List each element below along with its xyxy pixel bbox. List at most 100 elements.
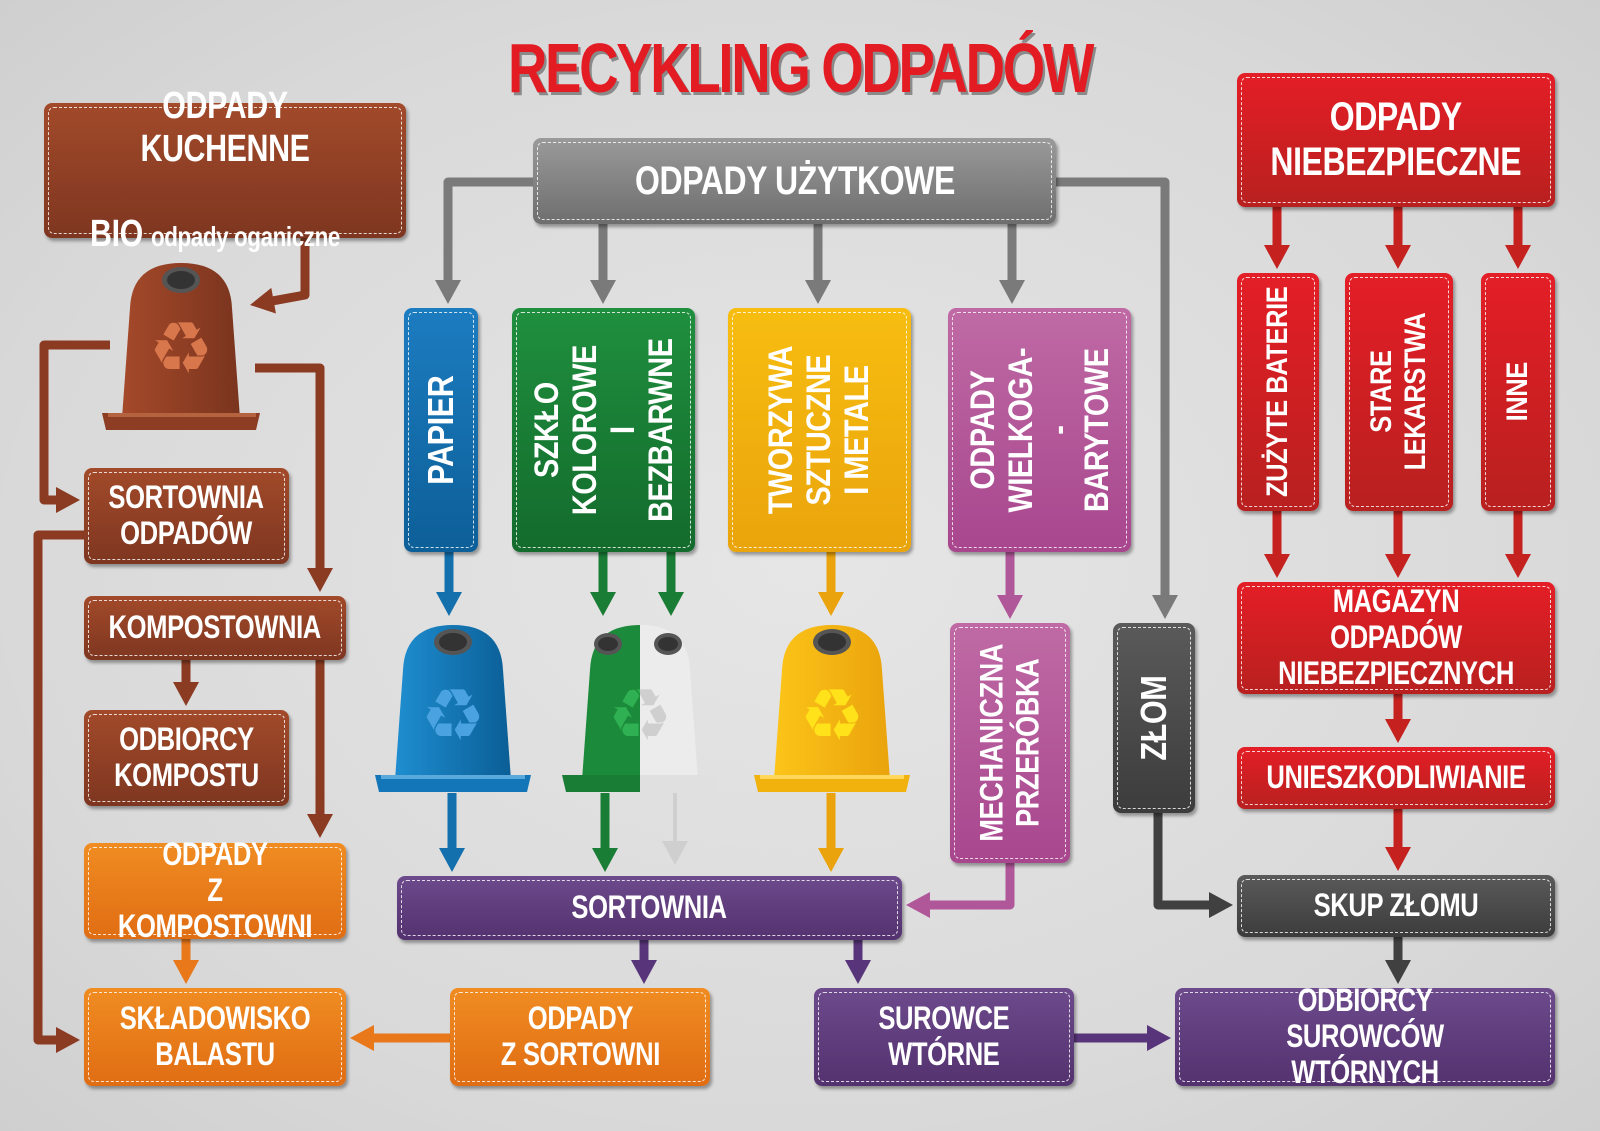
arrow-paper-to-bin-head	[436, 592, 462, 616]
box-hazardous-waste: ODPADY NIEBEZPIECZNE	[1237, 73, 1555, 207]
arrow-municipal-to-paper-line	[443, 177, 533, 286]
sorting-waste-label: ODPADY Z SORTOWNI	[500, 1000, 660, 1072]
secondary-recipients-label: ODBIORCY SUROWCÓW WTÓRNYCH	[1286, 982, 1444, 1090]
arrow-mechanical-to-sorting-line	[924, 863, 1015, 910]
bulky-waste-label: ODPADY WIELKOGA- -BARYTOWE	[963, 347, 1116, 513]
arrow-storage-to-neutralization-head	[1385, 719, 1411, 743]
used-batteries-label: ZUŻYTE BATERIE	[1261, 286, 1295, 498]
arrow-mechanical-to-sorting-head	[906, 892, 930, 918]
box-waste-sorting: SORTOWNIA ODPADÓW	[84, 468, 289, 564]
arrow-municipal-to-glass-head	[590, 280, 616, 304]
box-plastics-metals: TWORZYWA SZTUCZNE I METALE	[728, 308, 911, 552]
mechanical-processing-label: MECHANICZNA PRZERÓBKA	[973, 644, 1046, 842]
arrow-bin-to-composting-head	[307, 568, 333, 592]
box-other-hazardous: INNE	[1481, 273, 1555, 511]
arrow-composting-to-compost-waste-head	[307, 814, 333, 838]
arrow-glass-to-bin-1-head	[590, 592, 616, 616]
arrow-batteries-to-storage-head	[1264, 554, 1290, 578]
svg-text:♻: ♻	[608, 673, 673, 757]
box-sorting-waste: ODPADY Z SORTOWNI	[450, 988, 710, 1086]
scrap-label: ZŁOM	[1132, 675, 1174, 761]
arrow-kitchen-to-bin-line	[266, 238, 310, 307]
arrow-sorting-to-secondary-head	[845, 960, 871, 984]
arrow-other-to-storage-head	[1505, 554, 1531, 578]
box-secondary-materials: SUROWCE WTÓRNE	[814, 988, 1074, 1086]
arrow-glass-bin-to-sorting-head	[592, 848, 618, 872]
arrow-hazardous-to-medicines-head	[1385, 245, 1411, 269]
arrow-municipal-to-scrap-line	[1056, 177, 1170, 601]
arrow-compost-waste-to-landfill-head	[173, 960, 199, 984]
box-neutralization: UNIESZKODLIWIANIE	[1237, 747, 1555, 809]
scrap-buyer-label: SKUP ZŁOMU	[1313, 887, 1479, 924]
paper-label: PAPIER	[419, 375, 461, 485]
arrow-sorting-to-landfill-head	[56, 1027, 80, 1053]
box-composting: KOMPOSTOWNIA	[84, 596, 346, 660]
svg-text:♻: ♻	[421, 673, 486, 757]
arrow-scrap-to-buyer-line	[1153, 813, 1215, 910]
neutralization-label: UNIESZKODLIWIANIE	[1266, 759, 1526, 796]
box-compost-recipients: ODBIORCY KOMPOSTU	[84, 710, 289, 806]
arrow-bin-to-composting-line	[255, 363, 325, 574]
municipal-waste-label: ODPADY UŻYTKOWE	[634, 158, 955, 203]
svg-text:♻: ♻	[800, 673, 865, 757]
arrow-municipal-to-plastics-head	[805, 280, 831, 304]
arrow-bin-to-sorting-line	[39, 340, 110, 505]
box-sorting-plant: SORTOWNIA	[397, 876, 902, 940]
box-secondary-recipients: ODBIORCY SUROWCÓW WTÓRNYCH	[1175, 982, 1555, 1090]
kitchen-waste-line1: ODPADY KUCHENNE	[140, 85, 310, 170]
arrow-bin-to-sorting-head	[56, 487, 80, 513]
yellow-recycling-bin-icon: ♻	[754, 625, 910, 792]
kitchen-waste-bio: BIO	[90, 213, 143, 256]
arrow-hazardous-to-other-head	[1505, 245, 1531, 269]
old-medicines-label: STARE LEKARSTWA	[1365, 313, 1432, 471]
arrow-hazardous-to-batteries-head	[1264, 245, 1290, 269]
plastics-metals-label: TWORZYWA SZTUCZNE I METALE	[762, 345, 877, 515]
arrow-bulky-to-mechanical-head	[997, 595, 1023, 619]
svg-text:♻: ♻	[149, 306, 214, 390]
arrow-yellow-bin-to-sorting-head	[818, 848, 844, 872]
arrow-sorting-to-landfill-line	[33, 530, 84, 1045]
arrow-composting-to-recipients-head	[173, 682, 199, 706]
arrow-municipal-to-scrap-head	[1152, 595, 1178, 619]
arrow-sorting-to-sorting-waste-head	[631, 960, 657, 984]
box-old-medicines: STARE LEKARSTWA	[1345, 273, 1453, 511]
composting-label: KOMPOSTOWNIA	[108, 609, 322, 646]
waste-sorting-label: SORTOWNIA ODPADÓW	[108, 479, 265, 551]
box-bulky-waste: ODPADY WIELKOGA- -BARYTOWE	[948, 308, 1131, 552]
arrow-glass-to-bin-2-head	[658, 592, 684, 616]
arrow-sorting-waste-to-landfill-head	[350, 1025, 374, 1051]
page-title: RECYKLING ODPADÓW	[507, 29, 1094, 107]
hazardous-waste-label: ODPADY NIEBEZPIECZNE	[1270, 95, 1522, 184]
kitchen-waste-organic: odpady oganiczne	[150, 221, 340, 253]
arrow-secondary-to-recipients-head	[1147, 1025, 1171, 1051]
arrow-neutralization-to-buyer-head	[1385, 847, 1411, 871]
arrow-kitchen-to-bin-head	[250, 287, 276, 314]
box-paper: PAPIER	[404, 308, 478, 552]
box-compost-waste: ODPADY Z KOMPOSTOWNI	[84, 836, 346, 944]
box-kitchen-waste: ODPADY KUCHENNE BIO odpady oganiczne	[44, 85, 406, 255]
arrow-paper-bin-to-sorting-head	[439, 848, 465, 872]
arrow-municipal-to-bulky-head	[999, 280, 1025, 304]
box-used-batteries: ZUŻYTE BATERIE	[1237, 273, 1319, 511]
svg-text:♻: ♻	[608, 673, 673, 757]
compost-recipients-label: ODBIORCY KOMPOSTU	[114, 721, 259, 793]
box-mechanical-processing: MECHANICZNA PRZERÓBKA	[950, 623, 1070, 863]
arrow-medicines-to-storage-head	[1385, 554, 1411, 578]
box-municipal-waste: ODPADY UŻYTKOWE	[533, 138, 1056, 224]
hazardous-storage-label: MAGAZYN ODPADÓW NIEBEZPIECZNYCH	[1278, 583, 1514, 691]
other-hazardous-label: INNE	[1501, 362, 1535, 422]
arrow-municipal-to-paper-head	[435, 280, 461, 304]
arrow-scrap-to-buyer-head	[1209, 892, 1233, 918]
compost-waste-label: ODPADY Z KOMPOSTOWNI	[117, 836, 313, 944]
box-scrap: ZŁOM	[1113, 623, 1195, 813]
arrow-plastics-to-bin-head	[818, 592, 844, 616]
box-hazardous-storage: MAGAZYN ODPADÓW NIEBEZPIECZNYCH	[1237, 582, 1555, 694]
blue-recycling-bin-icon: ♻	[375, 625, 531, 792]
sorting-plant-label: SORTOWNIA	[571, 889, 728, 926]
box-glass: SZKŁO KOLOROWE I BEZBARWNE	[512, 308, 695, 552]
arrow-buyer-to-recipients-head	[1385, 960, 1411, 984]
box-ballast-landfill: SKŁADOWISKO BALASTU	[84, 988, 346, 1086]
arrow-white-bin-to-sorting-head	[662, 841, 688, 865]
ballast-landfill-label: SKŁADOWISKO BALASTU	[119, 1000, 311, 1072]
